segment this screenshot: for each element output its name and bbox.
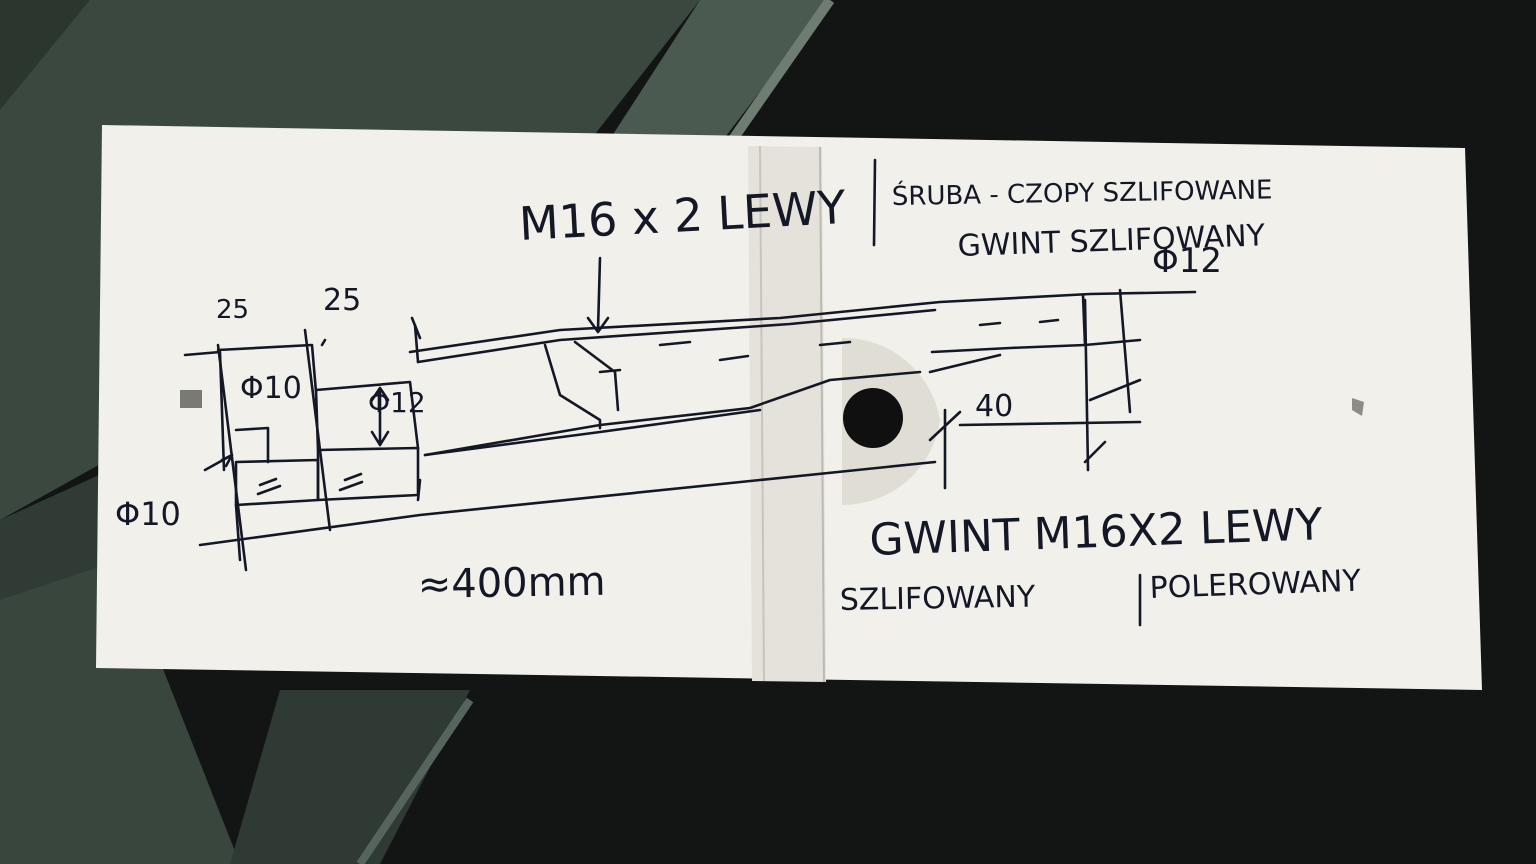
finish-polished: POLEROWANY — [1149, 564, 1362, 606]
diameter-10-left: Φ10 — [115, 495, 181, 533]
dimension-40: 40 — [975, 389, 1013, 424]
diameter-10-inner: Φ10 — [240, 371, 302, 406]
punched-hole — [843, 388, 903, 448]
dimension-25-b: 25 — [323, 283, 361, 318]
overall-length: ≈400mm — [417, 559, 606, 608]
finish-ground: SZLIFOWANY — [840, 580, 1037, 618]
dimension-25-a: 25 — [216, 295, 249, 325]
paper-card — [96, 125, 1482, 690]
shaft-sketch — [183, 158, 1197, 627]
diameter-12-inner: Φ12 — [368, 386, 426, 419]
diameter-12-right: Φ12 — [1152, 241, 1222, 281]
